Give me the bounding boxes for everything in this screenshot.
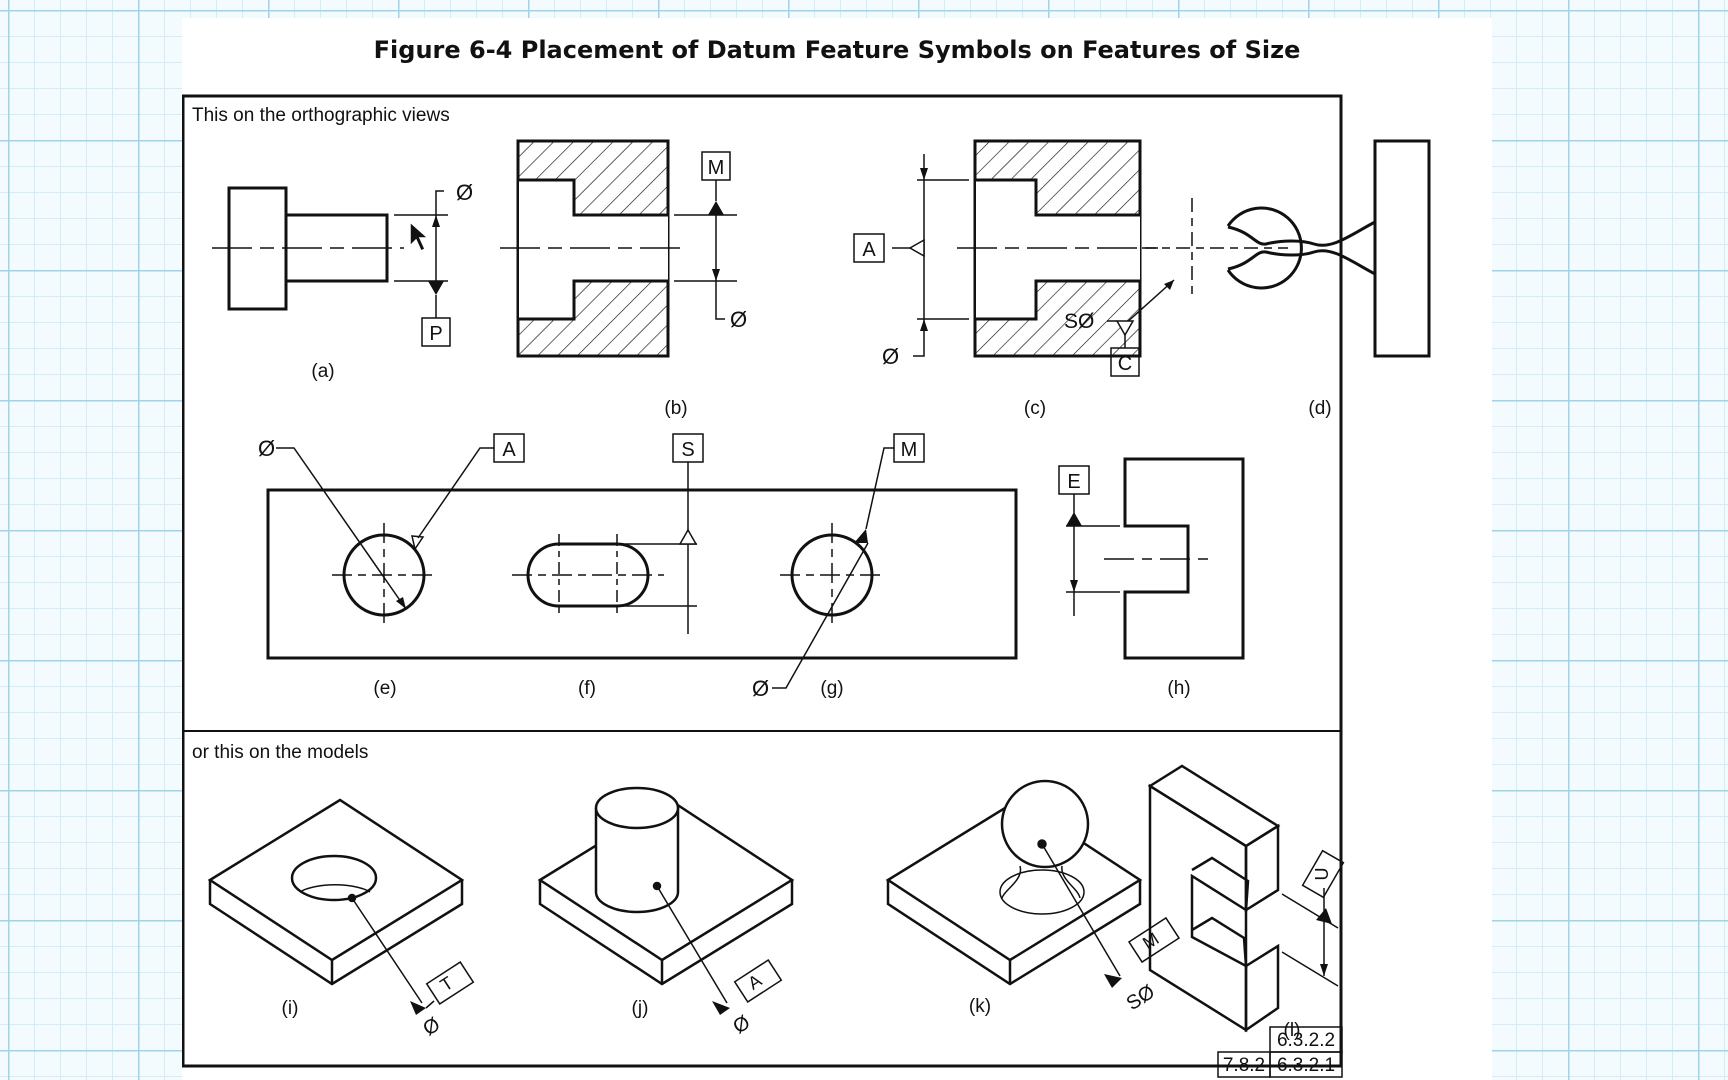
- view-a-datum-label: P: [429, 323, 442, 345]
- view-g-caption: (g): [820, 678, 843, 699]
- view-d-caption: (d): [1308, 398, 1331, 419]
- view-b-caption: (b): [664, 398, 687, 419]
- view-d-sphere-diameter-symbol: SØ: [1064, 310, 1094, 333]
- reference-boxes: [1217, 1026, 1343, 1078]
- view-j-drawing: [537, 786, 795, 1015]
- view-j-diameter-symbol: Ø: [729, 1012, 754, 1039]
- view-e-datum-label: A: [502, 439, 516, 461]
- view-l-caption: (l): [1284, 1020, 1301, 1041]
- view-i-drawing: [207, 798, 475, 1015]
- view-e-caption: (e): [373, 678, 396, 699]
- technical-drawing: This on the orthographic views or this o…: [182, 94, 1345, 1078]
- view-i-caption: (i): [282, 998, 299, 1019]
- view-f-caption: (f): [578, 678, 596, 699]
- view-g-diameter-symbol: Ø: [752, 676, 769, 701]
- mouse-cursor-icon: [409, 220, 430, 253]
- view-l-drawing: [1147, 764, 1345, 1033]
- view-g-datum-label: M: [901, 439, 918, 461]
- view-b-drawing: [500, 139, 737, 358]
- figure-page: Figure 6-4 Placement of Datum Feature Sy…: [182, 18, 1492, 1080]
- view-d-sphere-plate: [1107, 139, 1431, 377]
- view-d-datum-label: C: [1118, 353, 1132, 375]
- view-c-diameter-symbol: Ø: [882, 344, 899, 369]
- view-k-caption: (k): [969, 996, 991, 1017]
- view-k-drawing: [885, 779, 1181, 988]
- view-i-diameter-symbol: Ø: [419, 1014, 444, 1041]
- view-b-datum-label: M: [708, 157, 725, 179]
- view-j-caption: (j): [632, 998, 649, 1019]
- view-h-drawing: [1058, 457, 1245, 660]
- view-a-caption: (a): [311, 361, 334, 382]
- models-section-label: or this on the models: [192, 742, 368, 763]
- view-i-datum-label: T: [437, 973, 457, 996]
- view-f-datum-label: S: [681, 439, 694, 461]
- view-a-diameter-symbol: Ø: [456, 180, 473, 205]
- view-l-datum-label: U: [1312, 868, 1332, 881]
- view-c-caption: (c): [1024, 398, 1046, 419]
- reference-7-8-2: 7.8.2: [1223, 1055, 1265, 1076]
- reference-6-3-2-2: 6.3.2.2: [1277, 1030, 1335, 1051]
- figure-frame: [182, 94, 1343, 1068]
- view-h-datum-label: E: [1067, 471, 1080, 493]
- view-h-caption: (h): [1167, 678, 1190, 699]
- view-b-diameter-symbol: Ø: [730, 307, 747, 332]
- view-a-drawing: [212, 186, 451, 347]
- orthographic-section-label: This on the orthographic views: [192, 105, 450, 126]
- view-e-diameter-symbol: Ø: [258, 436, 275, 461]
- view-d-overlay: C SØ: [1064, 139, 1431, 377]
- view-efg-plate: [266, 433, 1018, 689]
- view-c-drawing: [853, 139, 1158, 358]
- figure-title: Figure 6-4 Placement of Datum Feature Sy…: [373, 36, 1301, 64]
- view-k-sphere-diameter-symbol: SØ: [1123, 981, 1159, 1015]
- view-c-datum-label: A: [862, 239, 876, 261]
- view-j-datum-label: A: [744, 970, 765, 993]
- reference-6-3-2-1: 6.3.2.1: [1277, 1055, 1335, 1076]
